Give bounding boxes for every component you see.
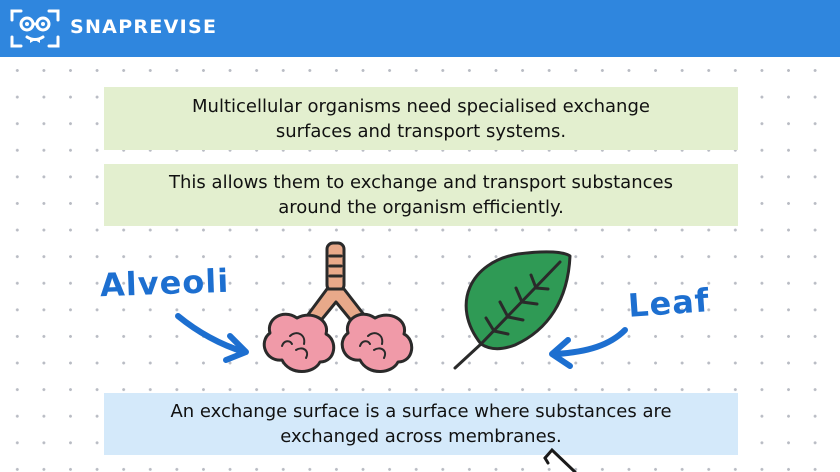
arrow-icon [175,313,247,355]
arrow-head-icon [549,337,573,369]
glasses-face-icon[interactable] [10,8,60,49]
arrow-icon [553,327,628,357]
panel-line: Multicellular organisms need specialised… [192,95,650,117]
panel-line: around the organism efficiently. [278,197,564,218]
pencil-icon [543,447,577,472]
info-panel-definition: An exchange surface is a surface where s… [104,393,738,455]
info-panel-organisms: Multicellular organisms need specialised… [104,87,738,150]
arrow-head-icon [223,333,249,363]
panel-line: surfaces and transport systems. [275,120,567,142]
lungs-alveoli-icon [262,241,414,373]
alveoli-label: Alveoli [99,261,230,305]
panel-line: exchanged across membranes. [280,426,562,447]
panel-line: An exchange surface is a surface where s… [170,401,672,422]
header-bar: SNAPREVISE [0,0,840,57]
panel-line: This allows them to exchange and transpo… [169,172,673,193]
info-panel-exchange: This allows them to exchange and transpo… [104,164,738,226]
leaf-icon [453,250,572,370]
brand-name[interactable]: SNAPREVISE [70,16,218,38]
leaf-label: Leaf [626,281,711,325]
